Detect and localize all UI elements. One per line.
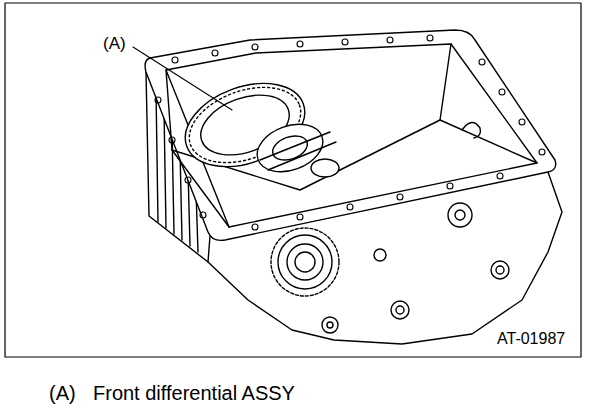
case-body	[145, 30, 562, 344]
front-differential	[174, 68, 339, 182]
side-retainer	[271, 228, 339, 296]
part-name: Front differential ASSY	[92, 382, 296, 404]
figure-frame	[5, 3, 581, 357]
leader-line	[133, 47, 232, 110]
key-letter: (A)	[48, 382, 77, 404]
bolt-holes	[155, 35, 545, 230]
bosses	[322, 122, 509, 333]
callout-letter: (A)	[102, 35, 127, 54]
hook	[462, 122, 480, 138]
figure-code: AT-01987	[496, 330, 566, 348]
